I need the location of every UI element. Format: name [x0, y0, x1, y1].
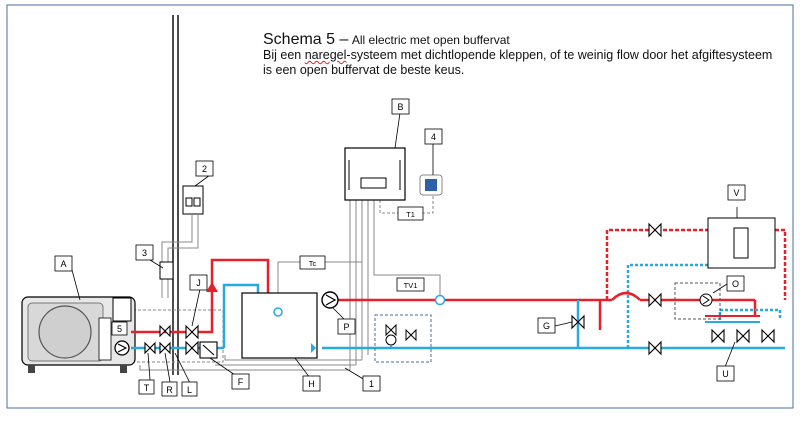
diagram-border [6, 4, 794, 409]
label-box-TV1: TV1 [396, 277, 425, 292]
label-L: L [187, 385, 192, 395]
heatpump-pump [114, 340, 130, 356]
title-main: Schema 5 – [263, 31, 349, 48]
label-box-4: 4 [424, 128, 443, 145]
label-box-V: V [727, 184, 746, 201]
label-box-5: 5 [111, 321, 128, 336]
description-line-2: is een open buffervat de beste keus. [263, 63, 465, 77]
electric-meter-cabinet [182, 185, 204, 215]
return-branch-dashed [626, 263, 782, 348]
label-R: R [166, 385, 173, 395]
label-U: U [722, 369, 729, 379]
label-T1: T1 [406, 210, 415, 219]
label-4: 4 [431, 132, 436, 142]
label-box-3: 3 [135, 244, 154, 261]
label-box-F: F [231, 373, 250, 390]
supply-loop [611, 291, 641, 301]
label-B: B [397, 102, 403, 112]
label-J: J [196, 278, 201, 288]
valves [144, 222, 775, 359]
label-G: G [543, 321, 550, 331]
label-T: T [144, 383, 150, 393]
distribution-cabinet [707, 217, 776, 269]
label-2: 2 [202, 164, 207, 174]
label-5: 5 [117, 324, 122, 334]
label-box-P: P [337, 318, 356, 335]
floor-heating-loops [705, 315, 760, 323]
room-thermostat [419, 174, 443, 196]
label-box-A: A [54, 255, 73, 272]
mixing-group [674, 282, 721, 320]
description-underlined-word: naregel [304, 48, 347, 62]
description-suffix: -systeem met dichtlopende kleppen, of te… [346, 48, 773, 62]
description-prefix: Bij een [263, 48, 305, 62]
label-box-2: 2 [195, 160, 214, 177]
label-O: O [732, 279, 739, 289]
label-TV1: TV1 [404, 281, 418, 290]
heat-pump-outdoor-unit [21, 296, 136, 373]
label-F: F [238, 377, 244, 387]
flow-arrow [206, 282, 218, 292]
label-V: V [733, 188, 739, 198]
label-box-1: 1 [362, 375, 381, 392]
label-box-T: T [138, 379, 155, 395]
callout-labels: A B 4 2 3 J 5 F [54, 98, 746, 397]
expansion-group [374, 314, 432, 363]
circulation-pump [321, 291, 339, 309]
label-box-B: B [391, 98, 410, 115]
component-3-device [159, 261, 174, 280]
label-1: 1 [369, 379, 374, 389]
label-H: H [308, 379, 315, 389]
title-sub: All electric met open buffervat [351, 33, 510, 47]
label-box-J: J [189, 274, 208, 291]
callout-leaders [71, 112, 738, 384]
label-box-G: G [537, 317, 556, 334]
open-buffer-vessel [241, 292, 318, 359]
supply-branch-dashed [605, 228, 787, 300]
label-box-R: R [161, 381, 178, 397]
mixing-pump [699, 293, 713, 307]
label-Tc: Tc [309, 259, 317, 268]
title-line: Schema 5 – All electric met open bufferv… [263, 32, 783, 48]
description-line-1: Bij een naregel-systeem met dichtlopende… [263, 48, 783, 63]
return-pipes [131, 283, 785, 350]
label-box-L: L [181, 381, 198, 397]
label-box-U: U [716, 365, 735, 382]
building-wall [172, 15, 179, 375]
label-A: A [60, 259, 66, 269]
label-3: 3 [142, 248, 147, 258]
label-P: P [343, 322, 349, 332]
tv1-node [434, 294, 446, 306]
label-box-H: H [302, 375, 321, 392]
controller-unit [344, 147, 406, 201]
title-block: Schema 5 – All electric met open bufferv… [263, 32, 783, 78]
label-box-T1: T1 [397, 206, 424, 221]
label-box-O: O [726, 275, 745, 292]
label-box-Tc: Tc [299, 255, 326, 270]
